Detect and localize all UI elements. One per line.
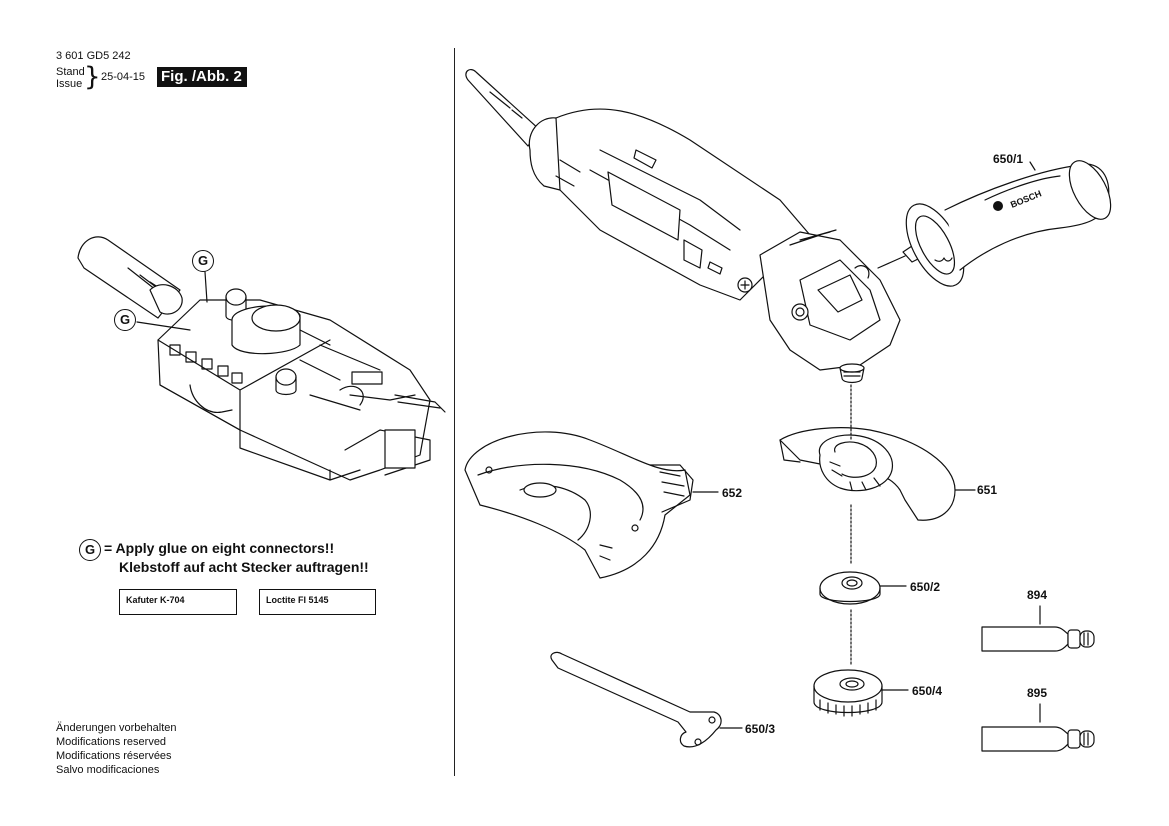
part-label-650-2: 650/2: [910, 580, 941, 594]
tube-894: [981, 605, 1095, 652]
legend-text-de: Klebstoff auf acht Stecker auftragen!!: [119, 559, 369, 575]
stand-label: Stand: [56, 66, 85, 78]
side-handle: [877, 160, 1112, 287]
page-divider: [454, 48, 455, 776]
issue-date: 25-04-15: [101, 71, 146, 83]
guard-652: [464, 431, 719, 579]
clamp-nut-650-4: [813, 669, 909, 717]
part-label-650-1: 650/1: [993, 152, 1024, 166]
notice-line-de: Änderungen vorbehalten: [56, 722, 177, 734]
legend-glue-marker: G: [79, 539, 101, 561]
grinder-body: [465, 68, 901, 384]
glue-marker-g-2: G: [114, 309, 136, 331]
glue-marker-g-1: G: [192, 250, 214, 272]
part-label-651: 651: [977, 483, 998, 497]
notice-line-fr: Modifications réservées: [56, 750, 172, 762]
document-number: 3 601 GD5 242: [56, 50, 131, 62]
glue-box-kafuter: Kafuter K-704: [119, 589, 237, 615]
modifications-notice: Änderungen vorbehalten Modifications res…: [56, 721, 176, 777]
brace-icon: }: [84, 62, 101, 92]
issue-label: Issue: [56, 78, 83, 90]
part-label-650-4: 650/4: [912, 684, 943, 698]
notice-line-es: Salvo modificaciones: [56, 764, 160, 776]
glue-box-loctite: Loctite FI 5145: [259, 589, 376, 615]
figure-label: Fig. /Abb. 2: [157, 67, 247, 87]
electronics-module: [77, 236, 446, 481]
part-label-652: 652: [722, 486, 743, 500]
tube-895: [981, 703, 1095, 752]
part-label-895: 895: [1027, 686, 1048, 700]
part-label-650-3: 650/3: [745, 722, 776, 736]
notice-line-en: Modifications reserved: [56, 736, 167, 748]
glue-label-kafuter: Kafuter K-704: [126, 595, 185, 605]
flange-650-2: [819, 571, 907, 605]
guard-651: [779, 427, 976, 521]
glue-label-loctite: Loctite FI 5145: [266, 595, 329, 605]
part-label-894: 894: [1027, 588, 1048, 602]
spanner-650-3: [550, 651, 743, 748]
legend-text-en: = Apply glue on eight connectors!!: [104, 540, 335, 556]
